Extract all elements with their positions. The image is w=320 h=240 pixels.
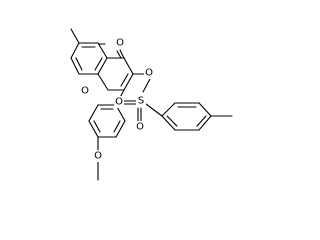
atom-sulfonyl-oxygen-upper: O xyxy=(114,96,124,108)
bond-double-inner xyxy=(94,57,103,71)
atom-ketone-oxygen: O xyxy=(115,37,125,49)
bond-sulfur-aryl xyxy=(145,103,163,117)
atom-label: O xyxy=(81,86,89,97)
bond xyxy=(161,115,176,131)
bond xyxy=(97,73,109,91)
bond xyxy=(123,57,134,75)
chemical-structure-diagram: O O O S O O O xyxy=(70,28,233,181)
bond xyxy=(70,42,80,59)
bond-double-inner xyxy=(166,115,178,127)
bond xyxy=(161,102,176,117)
bond-double-inner xyxy=(113,120,121,133)
bond-benzo-methyl xyxy=(70,28,80,44)
bond-ketone xyxy=(119,49,125,59)
tolyl-ring xyxy=(161,102,212,131)
bond-double-inner xyxy=(196,115,207,127)
atom-ester-oxygen: O xyxy=(144,67,154,79)
bond-oxygen-sulfur xyxy=(142,78,151,93)
atom-label: S xyxy=(138,96,144,107)
bond xyxy=(70,57,80,75)
atom-label: O xyxy=(115,97,123,108)
bond-c2-c3 xyxy=(123,73,134,91)
bond-double-inner xyxy=(93,120,101,133)
bond xyxy=(198,115,212,131)
benzo-ring xyxy=(70,42,108,75)
atom-ring-oxygen: O xyxy=(80,85,90,97)
methoxyphenyl-ring xyxy=(88,104,126,138)
atom-label: O xyxy=(145,68,153,79)
bond xyxy=(97,42,108,59)
atom-sulfur: S xyxy=(136,95,146,107)
bond-ketone-2 xyxy=(116,50,122,59)
atom-label: O xyxy=(136,122,144,133)
bond-double-inner xyxy=(75,57,83,71)
atom-label: O xyxy=(94,151,102,162)
bond-c2-c3-double xyxy=(120,73,129,87)
bond xyxy=(88,104,99,122)
bond xyxy=(115,120,126,138)
pyranone-ring xyxy=(97,57,134,91)
atom-label: O xyxy=(116,38,124,49)
atom-methoxy-oxygen: O xyxy=(93,150,103,162)
bond xyxy=(198,102,212,117)
bond xyxy=(88,120,99,138)
bond xyxy=(97,57,108,75)
atom-sulfonyl-oxygen-lower: O xyxy=(135,121,145,133)
